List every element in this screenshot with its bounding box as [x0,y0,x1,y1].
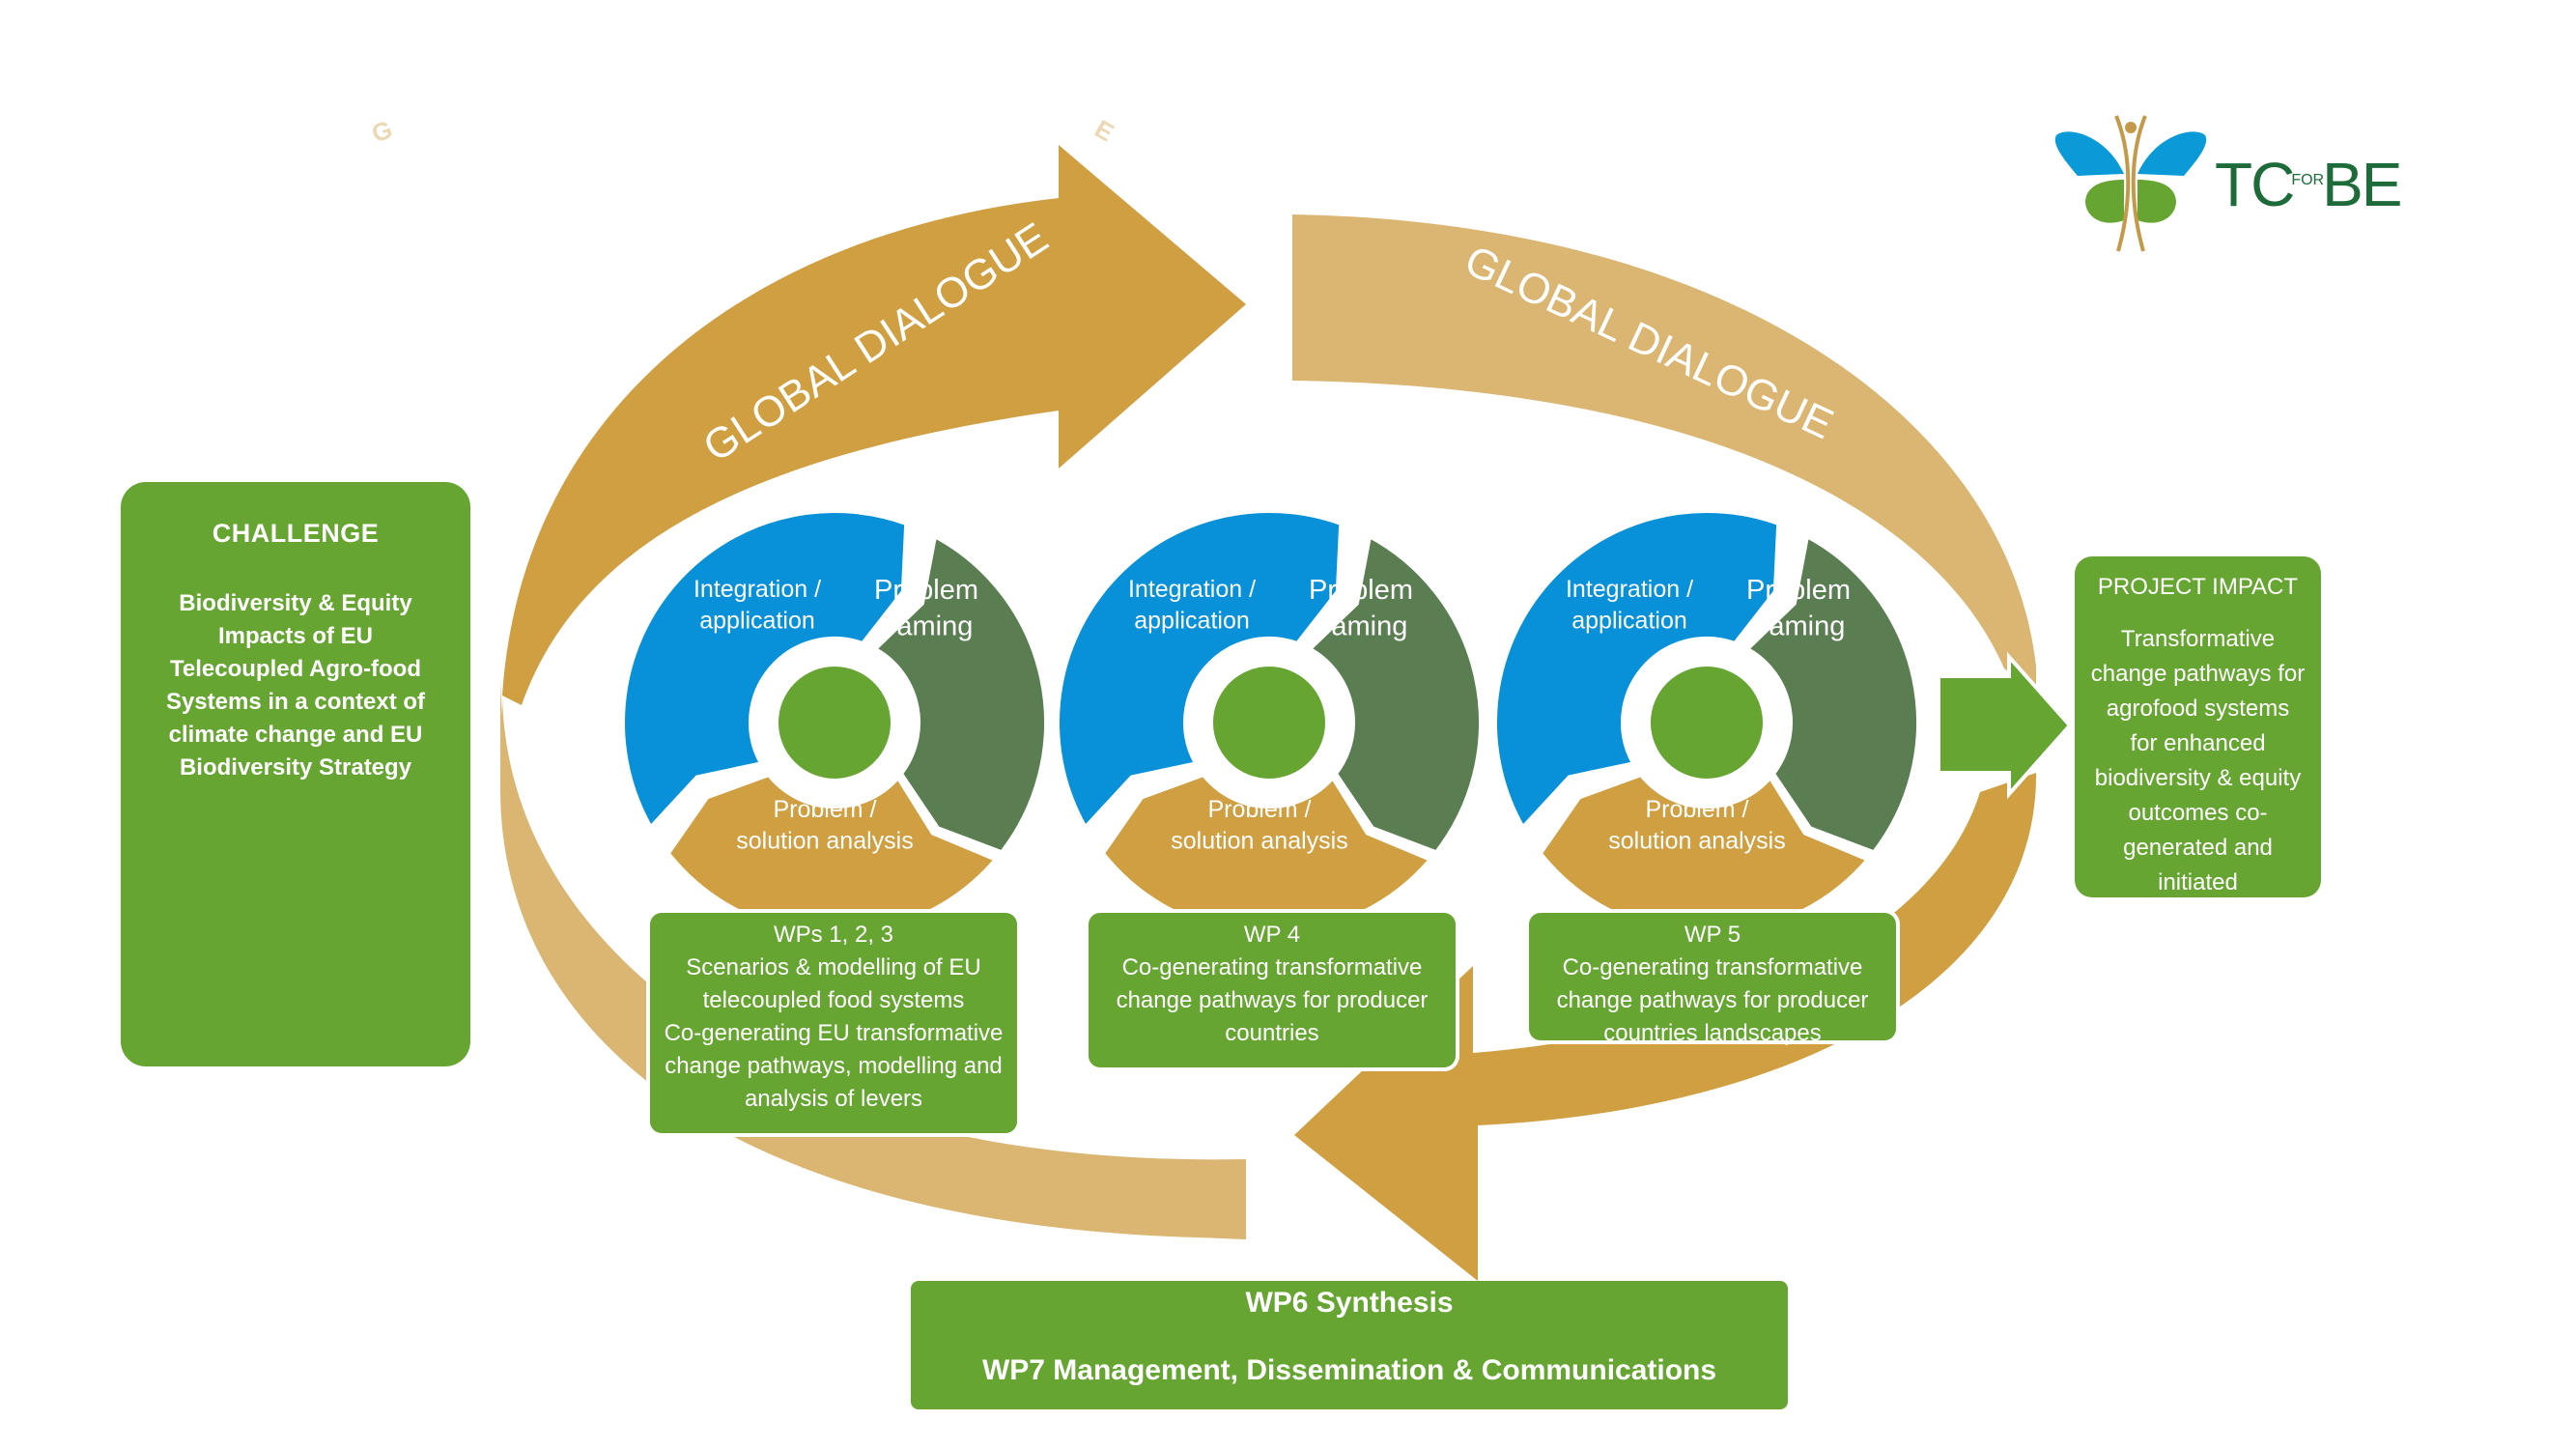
challenge-line: Biodiversity & Equity [179,590,412,616]
integration-application-label: Integration /application [1566,576,1693,635]
segment-problem-framing [868,530,1050,858]
impact-title: PROJECT IMPACT [2097,574,2299,600]
cycle-center-circle [771,659,898,786]
segment-integration [1491,507,1783,835]
challenge-line: Telecoupled Agro-food [170,656,421,682]
wp-box-5: WP 5 Co-generating transformative change… [1525,909,1900,1046]
wp-line: countries landscapes [1603,1020,1822,1046]
wp-title: WP 5 [1684,922,1741,948]
integration-application-label: Integration /application [1128,576,1256,635]
cycle-center-circle [1643,659,1770,786]
wp-line: Co-generating EU transformative [664,1020,1004,1046]
challenge-line: Biodiversity Strategy [179,754,412,781]
impact-line: agrofood systems [2106,696,2290,722]
logo-text-tc: TC [2215,150,2295,219]
challenge-line: Impacts of EU [217,623,374,649]
impact-text: Transformative change pathways for agrof… [2079,622,2317,900]
wp-box-1-2-3: WPs 1, 2, 3 Scenarios & modelling of EU … [646,909,1021,1137]
wp-box-4: WP 4 Co-generating transformative change… [1085,909,1459,1071]
challenge-line: Systems in a context of [165,689,426,715]
top-right-arc [1292,214,2036,696]
butterfly-icon [2054,115,2207,252]
wp-title: WP 4 [1243,922,1301,948]
problem-solution-analysis-label: Problem /solution analysis [736,796,913,855]
segment-problem-framing [1303,530,1485,858]
logo-text-be: BE [2322,150,2402,219]
integration-application-label: Integration /application [694,576,821,635]
problem-solution-analysis-label: Problem /solution analysis [1608,796,1785,855]
wp-line: change pathways, modelling and [665,1053,1003,1079]
project-impact-box: PROJECT IMPACT Transformative change pat… [2075,556,2321,897]
wp7-management-label: WP7 Management, Dissemination & Communic… [981,1354,1717,1386]
wp6-synthesis-label: WP6 Synthesis [1245,1287,1454,1319]
wp-line: Co-generating transformative [1121,954,1423,980]
wp-line: Scenarios & modelling of EU [686,954,981,980]
impact-line: for enhanced [2130,730,2266,756]
faded-letter-g: G [368,114,396,148]
challenge-text: Biodiversity & Equity Impacts of EU Tele… [136,587,455,784]
wp6-wp7-box: WP6 Synthesis WP7 Management, Disseminat… [911,1281,1788,1409]
segment-integration [1054,507,1345,835]
logo-text-for: FOR [2291,172,2325,188]
wp-line: countries [1225,1020,1319,1046]
impact-arrow [1937,651,2073,800]
segment-problem-framing [1741,530,1922,858]
cycle-center-circle [1205,659,1333,786]
impact-line: change pathways for [2090,661,2306,687]
impact-line: biodiversity & equity [2094,765,2302,791]
impact-line: outcomes co- [2128,800,2268,826]
impact-line: initiated [2158,869,2238,895]
impact-line: Transformative [2120,626,2276,652]
tcforbe-logo: TCFORBE [2049,106,2402,261]
logo-text: TCFORBE [2215,149,2402,220]
wp-line: change pathways for producer [1556,987,1869,1013]
challenge-line: climate change and EU [168,722,423,748]
wp-line: analysis of levers [744,1086,923,1112]
faded-letter-e: E [1090,114,1118,148]
wp-title: WPs 1, 2, 3 [773,922,894,948]
wp-line: Co-generating transformative [1562,954,1863,980]
wp-line: telecoupled food systems [702,987,965,1013]
wp-line: change pathways for producer [1116,987,1429,1013]
top-left-arrow [502,145,1246,705]
segment-integration [619,507,911,835]
challenge-box: CHALLENGE Biodiversity & Equity Impacts … [121,482,470,1066]
impact-line: generated and [2123,835,2273,861]
problem-solution-analysis-label: Problem /solution analysis [1171,796,1347,855]
challenge-title: CHALLENGE [212,519,380,548]
